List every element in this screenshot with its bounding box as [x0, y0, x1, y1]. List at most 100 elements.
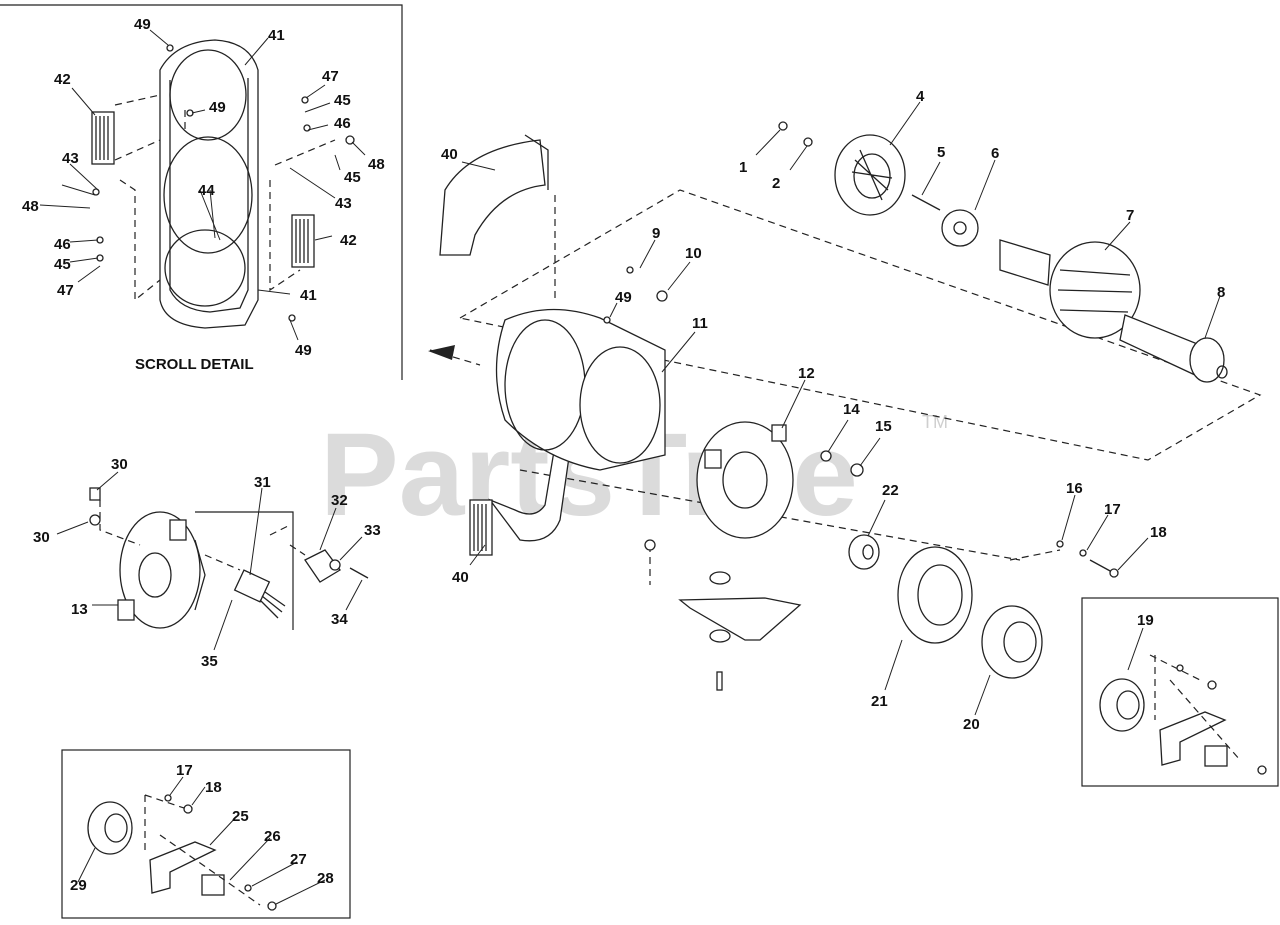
drive-hub-center: [953, 221, 967, 235]
washer-14: [820, 450, 832, 462]
washer-2: [803, 137, 813, 147]
scroll-housing: [159, 39, 259, 329]
motor-endplate: [579, 346, 661, 464]
callout-label: 44: [198, 182, 215, 199]
callout-label: 12: [798, 365, 815, 382]
bottom-cap-face: [104, 813, 128, 843]
bearing-bore: [862, 544, 874, 560]
brush-leads: [259, 591, 286, 619]
end-bell-boss: [771, 424, 787, 442]
bottom-screw-28: [267, 901, 277, 911]
inset-19-frame: [1081, 597, 1279, 787]
brush-spring-33: [329, 559, 341, 571]
left-filter-panel: [91, 111, 115, 165]
callout-label: 41: [268, 27, 285, 44]
callout-label: 45: [54, 256, 71, 273]
callout-label: 26: [264, 828, 281, 845]
callout-label: 47: [322, 68, 339, 85]
scroll-filter-40: [469, 499, 493, 556]
callout-label: 9: [652, 225, 660, 242]
brush-dash: [99, 500, 306, 571]
pin-5: [911, 194, 941, 211]
scroll-half-upper: [439, 139, 546, 256]
callout-label: 30: [33, 529, 50, 546]
bolt-18: [1089, 559, 1113, 573]
bottom-detail-frame: [61, 749, 351, 919]
washer-17: [1079, 549, 1087, 557]
brush-clip-30: [89, 487, 101, 501]
end-cap: [981, 605, 1043, 679]
main-leader-lines: [461, 101, 1221, 716]
screw-1: [778, 121, 788, 131]
bushing-10: [656, 290, 668, 302]
scroll-leader-lines: [39, 29, 366, 341]
scroll-detail-labels: SCROLL DETAIL 49 41 42 49 47 45 46 48 43…: [22, 16, 385, 373]
screw-9: [626, 266, 634, 274]
right-filter-ribs: [295, 219, 309, 263]
scroll-filter-40-ribs: [473, 504, 487, 551]
callout-label: 45: [334, 92, 351, 109]
right-filter-panel: [291, 214, 315, 268]
callout-label: 34: [331, 611, 348, 628]
scroll-screw: [166, 44, 174, 52]
shaft-end: [1216, 365, 1228, 379]
bottom-bolt-18: [183, 804, 193, 814]
main-assembly-labels: 40 1 2 4 5 6 7 8 9 10 49 11 12 14 15 22 …: [441, 88, 1225, 733]
base-plate: [678, 597, 802, 641]
bottom-dash: [144, 794, 261, 906]
callout-label: 29: [70, 877, 87, 894]
end-bell-inner: [722, 451, 768, 509]
callout-label: 40: [441, 146, 458, 163]
scroll-screw: [301, 96, 309, 104]
callout-label: 17: [176, 762, 193, 779]
base-washer: [709, 629, 731, 643]
brush-holder-plate: [119, 511, 201, 629]
fan-hub: [853, 153, 891, 199]
brush-detail-frame: [195, 511, 294, 630]
brush-holder-boss: [169, 519, 187, 541]
callout-label: 49: [295, 342, 312, 359]
callout-label: 48: [368, 156, 385, 173]
armature-shaft-left: [999, 239, 1051, 286]
end-cover-inner: [917, 564, 963, 626]
end-cap-face: [1003, 621, 1037, 663]
bearing: [848, 534, 880, 570]
scroll-ring-upper: [169, 49, 247, 141]
bottom-washer-17: [164, 794, 172, 802]
callout-label: 47: [57, 282, 74, 299]
scroll-half-upper-edge: [524, 134, 549, 190]
callout-label: 14: [843, 401, 860, 418]
callout-label: 16: [1066, 480, 1083, 497]
bolt-18-head: [1109, 568, 1119, 578]
brush-holder-edge: [194, 539, 206, 611]
callout-label: 30: [111, 456, 128, 473]
main-assembly-group: [428, 101, 1262, 716]
callout-label: 41: [300, 287, 317, 304]
bottom-detail-group: [61, 749, 351, 919]
callout-label: 27: [290, 851, 307, 868]
scroll-detail-title: SCROLL DETAIL: [135, 356, 254, 373]
washer-16: [1056, 540, 1064, 548]
callout-label: 46: [334, 115, 351, 132]
callout-label: 46: [54, 236, 71, 253]
bottom-bracket-25: [149, 841, 217, 894]
watermark-trademark: TM: [922, 412, 948, 432]
callout-label: 10: [685, 245, 702, 262]
inset-19-cap-face: [1116, 690, 1140, 720]
nut-15: [850, 463, 864, 477]
callout-label: 28: [317, 870, 334, 887]
callout-label: 8: [1217, 284, 1225, 301]
callout-label: 35: [201, 653, 218, 670]
left-filter-ribs: [95, 116, 109, 160]
callout-label: 25: [232, 808, 249, 825]
brush-detail-labels: 30 30 31 32 33 13 34 35: [33, 456, 381, 670]
inset-19-screw: [1257, 765, 1267, 775]
callout-label: 49: [615, 289, 632, 306]
callout-label: 19: [1137, 612, 1154, 629]
callout-label: 22: [882, 482, 899, 499]
callout-label: 43: [62, 150, 79, 167]
brush-holder-boss: [117, 599, 135, 621]
carbon-brush: [233, 569, 271, 603]
scroll-screw: [92, 188, 100, 196]
scroll-ring-middle: [163, 136, 253, 254]
